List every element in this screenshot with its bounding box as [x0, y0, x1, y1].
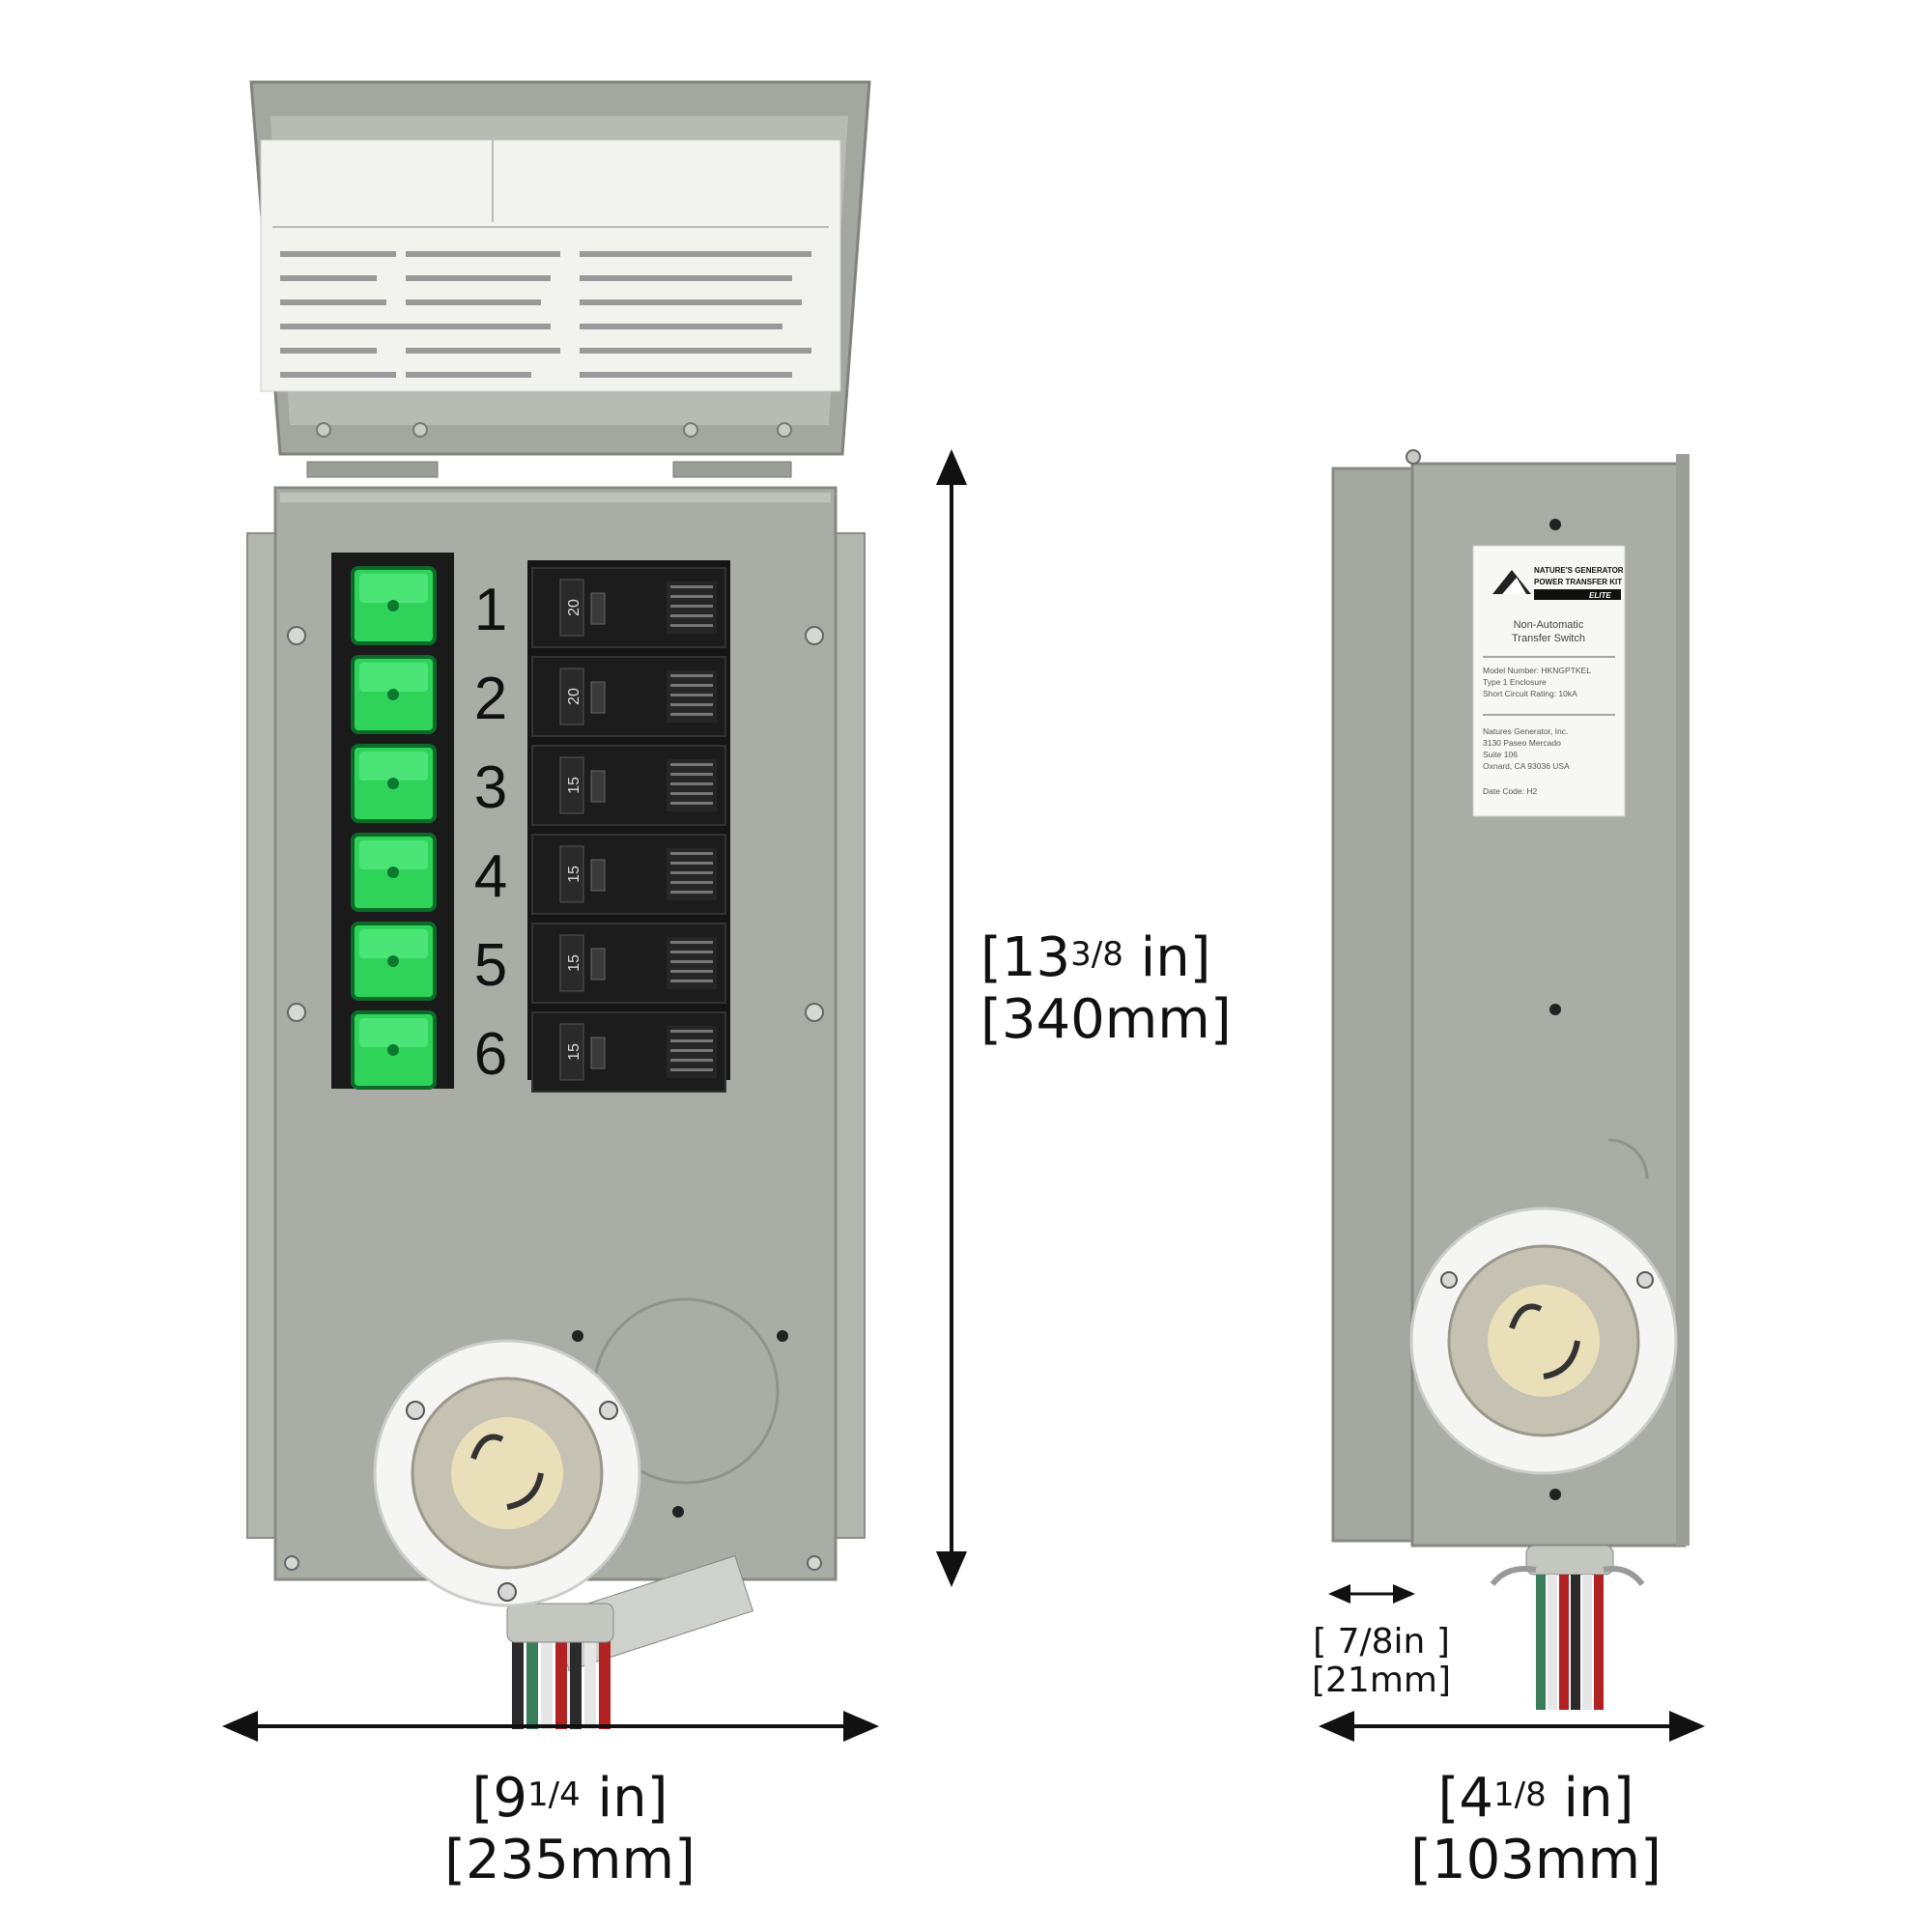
rocker-switch-5[interactable]	[351, 922, 437, 1001]
hinge-left	[306, 461, 439, 478]
depth-frac: 1/8	[1493, 1776, 1547, 1814]
height-unit: in]	[1122, 926, 1211, 989]
offset-dimension: [ 7/8in ] [21mm]	[1299, 1623, 1463, 1700]
breaker-2[interactable]: 20	[531, 656, 726, 737]
label-brand-line3: ELITE	[1589, 591, 1611, 600]
height-frac: 3/8	[1070, 935, 1123, 974]
label-product-line2: Transfer Switch	[1512, 633, 1585, 644]
side-view: NATURE'S GENERATOR POWER TRANSFER KIT EL…	[1331, 449, 1690, 1710]
rocker-switch-6[interactable]	[351, 1010, 437, 1090]
breaker-rating-5: 15	[566, 954, 582, 972]
depth-dimension: [41/8 in] [103mm]	[1391, 1768, 1681, 1891]
label-address3: Oxnard, CA 93036 USA	[1483, 761, 1570, 771]
label-address2: Suite 106	[1483, 750, 1518, 759]
circuit-number-2: 2	[474, 666, 507, 732]
width-unit: in]	[580, 1767, 668, 1830]
breaker-rating-2: 20	[566, 688, 582, 705]
mounting-flange-left	[246, 532, 277, 1539]
circuit-number-6: 6	[474, 1021, 507, 1088]
rocker-switch-1[interactable]	[351, 566, 437, 645]
label-brand-line2: POWER TRANSFER KIT	[1534, 578, 1622, 586]
depth-whole: [4	[1437, 1767, 1494, 1830]
label-date-code: Date Code: H2	[1483, 786, 1537, 796]
breaker-5[interactable]: 15	[531, 923, 726, 1004]
enclosure-lid	[249, 80, 871, 478]
power-inlet-front	[373, 1339, 641, 1607]
offset-mm: [21mm]	[1311, 1661, 1452, 1700]
label-product-line1: Non-Automatic	[1514, 619, 1584, 631]
offset-in: [ 7/8in ]	[1313, 1622, 1450, 1662]
breaker-rating-1: 20	[566, 599, 582, 616]
label-brand-line1: NATURE'S GENERATOR	[1534, 566, 1624, 575]
label-model: Model Number: HKNGPTKEL	[1483, 666, 1591, 675]
height-dimension: [133/8 in] [340mm]	[980, 926, 1232, 1051]
rocker-switch-4[interactable]	[351, 833, 437, 912]
hinge-right	[672, 461, 792, 478]
breaker-3[interactable]: 15	[531, 745, 726, 826]
breaker-4[interactable]: 15	[531, 834, 726, 915]
wire-bundle-front	[506, 1554, 754, 1729]
circuit-number-4: 4	[474, 843, 507, 910]
breaker-rating-3: 15	[566, 777, 582, 794]
circuit-number-3: 3	[474, 754, 507, 821]
rocker-switch-2[interactable]	[351, 655, 437, 734]
circuit-number-1: 1	[474, 577, 507, 643]
label-address1: 3130 Paseo Mercado	[1483, 738, 1561, 748]
rocker-switch-3[interactable]	[351, 744, 437, 823]
breaker-rating-4: 15	[566, 866, 582, 883]
label-rating: Short Circuit Rating: 10kA	[1483, 689, 1577, 698]
mounting-flange-right	[835, 532, 866, 1539]
height-whole: [13	[980, 926, 1071, 989]
width-whole: [9	[471, 1767, 528, 1830]
depth-unit: in]	[1546, 1767, 1634, 1830]
breaker-1[interactable]: 20	[531, 567, 726, 648]
label-company: Natures Generator, Inc.	[1483, 726, 1568, 736]
height-mm: [340mm]	[980, 988, 1232, 1051]
enclosure-side-lip	[1331, 467, 1417, 1543]
width-frac: 1/4	[527, 1776, 581, 1814]
breaker-rating-6: 15	[566, 1043, 582, 1061]
dimension-arrows	[221, 448, 1706, 1743]
width-dimension: [91/4 in] [235mm]	[425, 1768, 715, 1891]
label-type: Type 1 Enclosure	[1483, 677, 1547, 687]
circuit-number-5: 5	[474, 932, 507, 999]
depth-mm: [103mm]	[1410, 1829, 1662, 1891]
width-mm: [235mm]	[444, 1829, 696, 1891]
breaker-6[interactable]: 15	[531, 1011, 726, 1093]
